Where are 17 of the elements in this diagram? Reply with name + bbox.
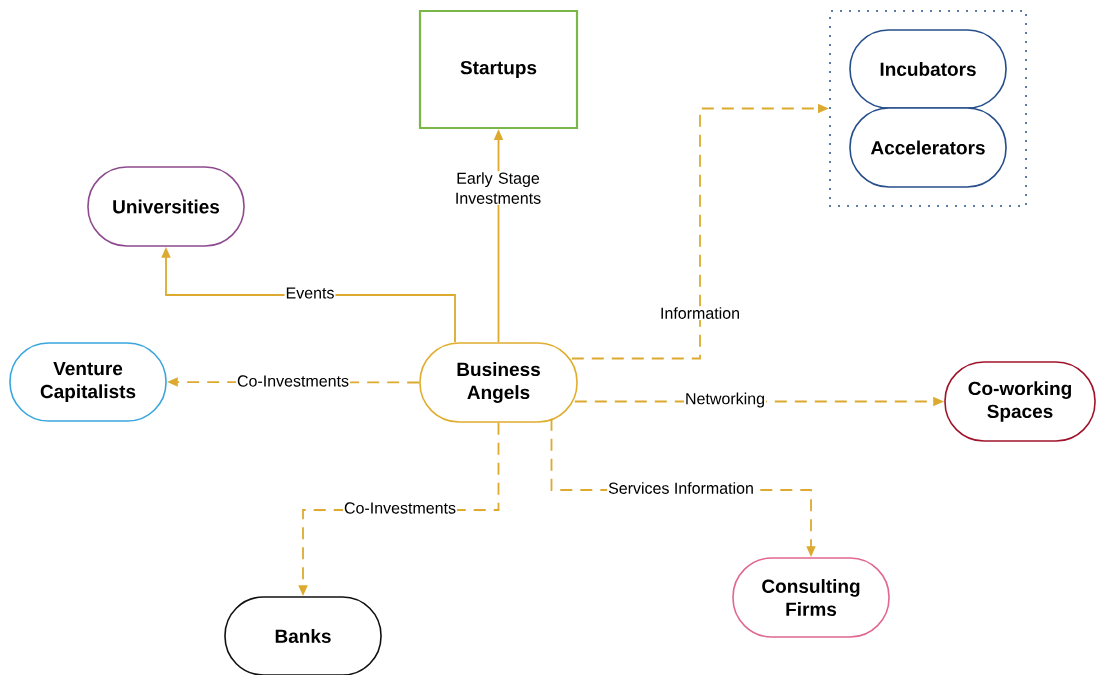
edge-label: Networking (684, 391, 767, 409)
process-box: Startups (418, 9, 579, 130)
edge-label: Events (284, 286, 336, 300)
rounded-box: Business Angels (419, 342, 578, 423)
rounded-box: Banks (224, 596, 382, 675)
edge-label: Co-Investments (236, 374, 351, 388)
rounded-box: Accelerators (849, 107, 1007, 188)
edge-label: Co-Investments (343, 501, 458, 515)
edge-label: Early Stage Investments (447, 171, 549, 205)
edge-label: Information (659, 306, 742, 320)
rounded-box: Venture Capitalists (9, 342, 167, 422)
rounded-box: Consulting Firms (732, 557, 890, 638)
dotted-group-frame (829, 10, 1027, 207)
rounded-box: Universities (87, 166, 245, 247)
edge-label: Services Information (607, 481, 755, 495)
rounded-box: Incubators (849, 29, 1007, 109)
rounded-box: Co-working Spaces (944, 361, 1096, 442)
